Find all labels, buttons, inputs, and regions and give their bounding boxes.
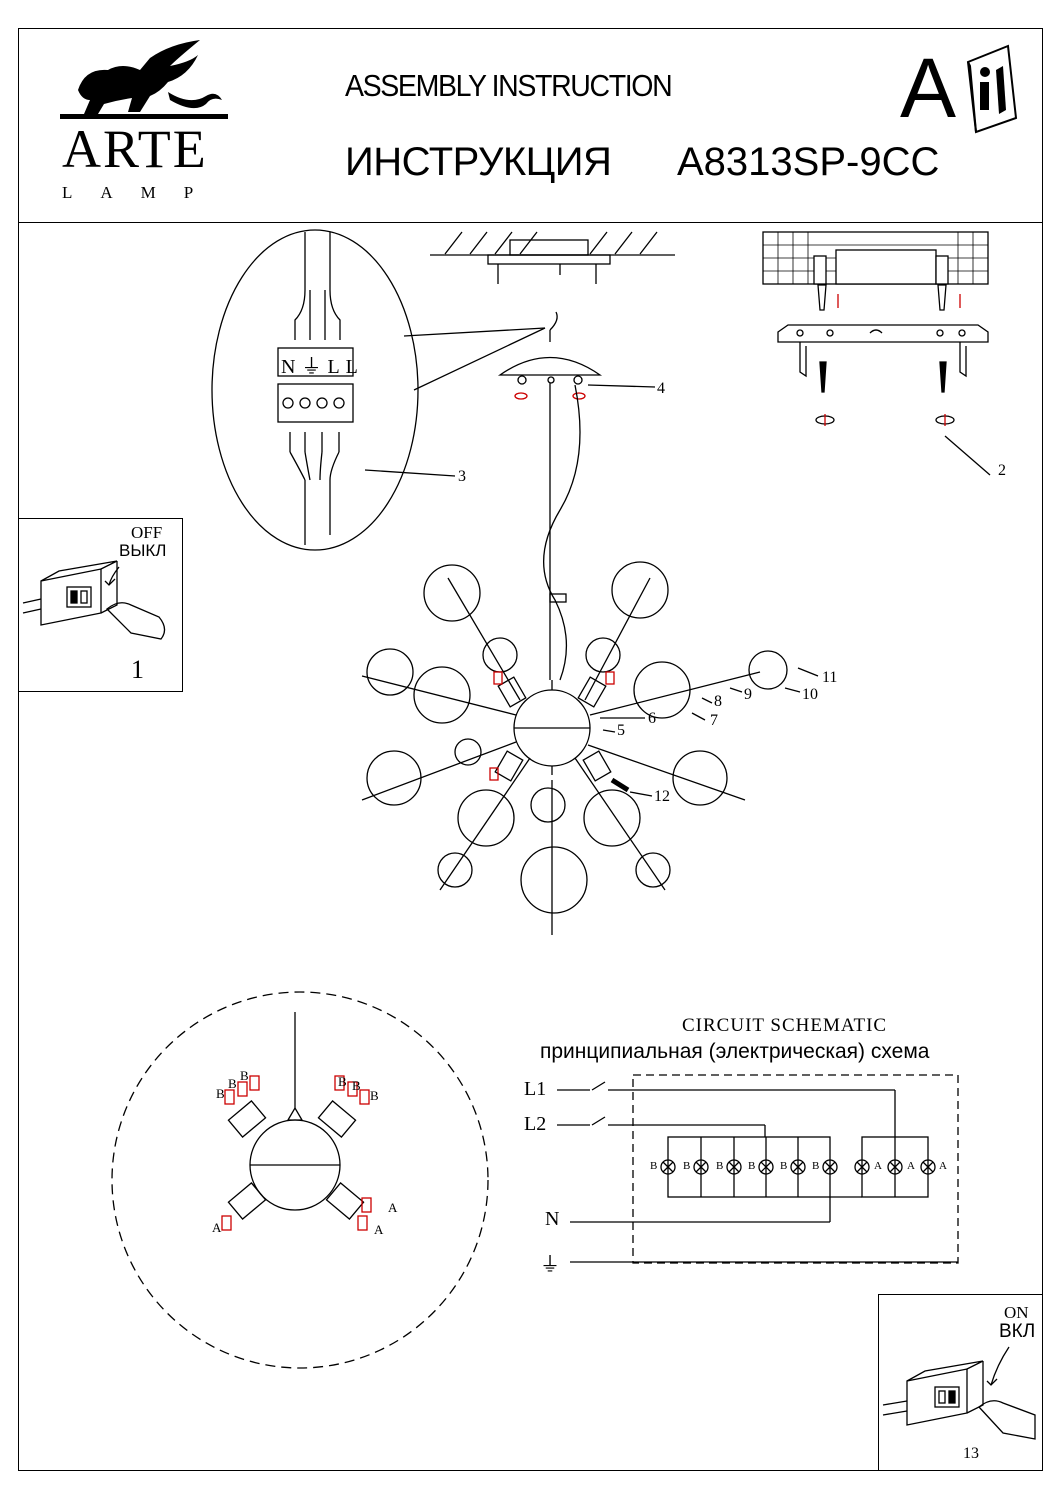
callout-3: 3 (458, 468, 466, 485)
on-label-ru: ВКЛ (999, 1321, 1036, 1342)
ceiling-hatch (430, 231, 675, 284)
top-label-b: B (216, 1086, 225, 1101)
input-l2: L2 (524, 1113, 547, 1135)
top-label-b: B (338, 1074, 347, 1089)
lamp-label: B (748, 1160, 756, 1172)
lamp-label: A (874, 1160, 882, 1172)
off-label-ru: ВЫКЛ (119, 541, 167, 560)
title-russian: ИНСТРУКЦИЯ (345, 140, 612, 184)
switch-hand-icon (22, 560, 166, 640)
title-english: ASSEMBLY INSTRUCTION (345, 68, 673, 103)
on-label-en: ON (1004, 1303, 1029, 1322)
input-neutral: N (545, 1208, 560, 1230)
callout-11: 11 (822, 669, 838, 686)
ground-icon: ⏚ (540, 1254, 560, 1276)
callout-6: 6 (648, 710, 656, 727)
lamp-label: A (907, 1160, 915, 1172)
terminal-n: N (281, 356, 302, 378)
terminal-labels: N⏚LL (281, 350, 364, 379)
top-label-b: B (240, 1068, 249, 1083)
brand-subtitle: LAMP (62, 183, 222, 202)
callout-7: 7 (710, 712, 718, 729)
griffin-logo-icon (60, 40, 228, 119)
chandelier-drawing (361, 561, 819, 935)
terminal-l2: L (345, 356, 364, 378)
mounting-plate (762, 231, 991, 476)
callout-4: 4 (657, 380, 665, 397)
circuit-schematic-drawing (557, 1074, 959, 1264)
callout-5: 5 (617, 722, 625, 739)
lamp-label: B (650, 1160, 658, 1172)
top-label-a: A (374, 1222, 384, 1237)
circuit-title-russian: принципиальная (электрическая) схема (540, 1040, 930, 1063)
lamp-label: A (939, 1160, 947, 1172)
ceiling-canopy (497, 311, 656, 681)
lamp-symbols (660, 1159, 936, 1175)
terminal-l1: L (327, 356, 346, 378)
top-label-b: B (228, 1076, 237, 1091)
step-1-power-off: OFF ВЫКЛ 1 (18, 518, 183, 692)
step-number: 13 (963, 1445, 979, 1462)
lamp-label: B (683, 1160, 691, 1172)
page-frame (18, 28, 1043, 1471)
top-label-a: A (388, 1200, 398, 1215)
top-label-b: B (352, 1078, 361, 1093)
step-number: 1 (131, 655, 144, 684)
terminal-ground: ⏚ (301, 356, 328, 378)
lamp-label: B (716, 1160, 724, 1172)
sheet-letter: A (900, 41, 957, 135)
lamp-label: B (780, 1160, 788, 1172)
lamp-label: B (812, 1160, 820, 1172)
brand-name: ARTE (62, 119, 208, 179)
callout-10: 10 (802, 686, 818, 703)
off-label-en: OFF (131, 523, 163, 542)
callout-12: 12 (654, 788, 670, 805)
top-label-a: A (212, 1220, 222, 1235)
top-view-drawing (111, 991, 489, 1369)
input-l1: L1 (524, 1078, 547, 1100)
callout-8: 8 (714, 693, 722, 710)
header-divider (18, 222, 1043, 223)
switch-hand-icon (882, 1346, 1036, 1440)
step-13-power-on: ON ВКЛ 13 (878, 1294, 1043, 1471)
model-number: A8313SP-9CC (677, 140, 940, 184)
circuit-title-english: CIRCUIT SCHEMATIC (682, 1015, 888, 1036)
callout-2: 2 (998, 462, 1006, 479)
top-label-b: B (370, 1088, 379, 1103)
wiring-detail (211, 229, 546, 551)
callout-9: 9 (744, 686, 752, 703)
